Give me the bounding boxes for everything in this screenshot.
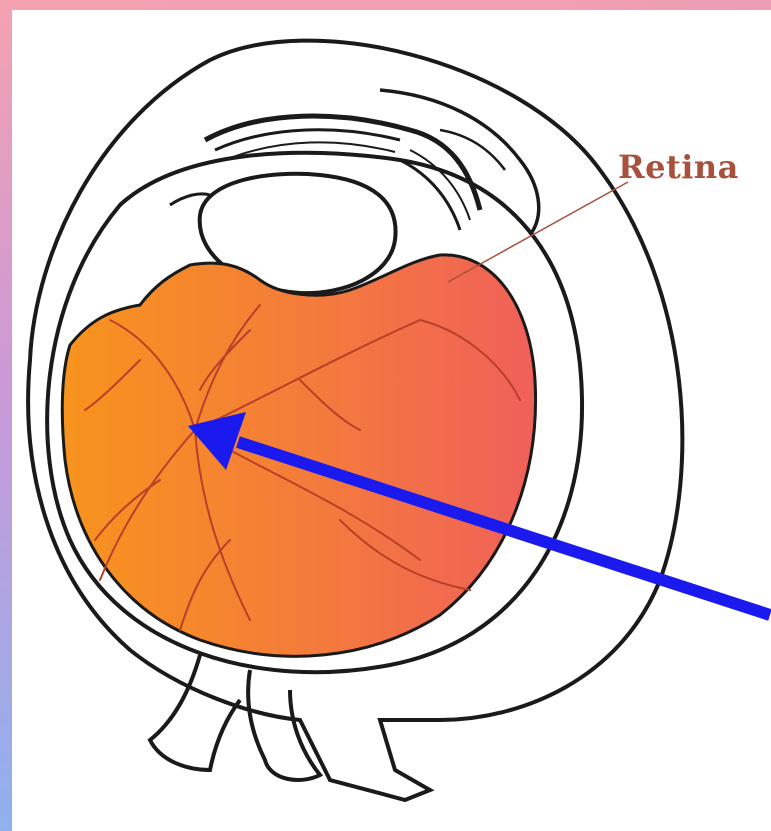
retina-label: Retina bbox=[618, 148, 739, 186]
